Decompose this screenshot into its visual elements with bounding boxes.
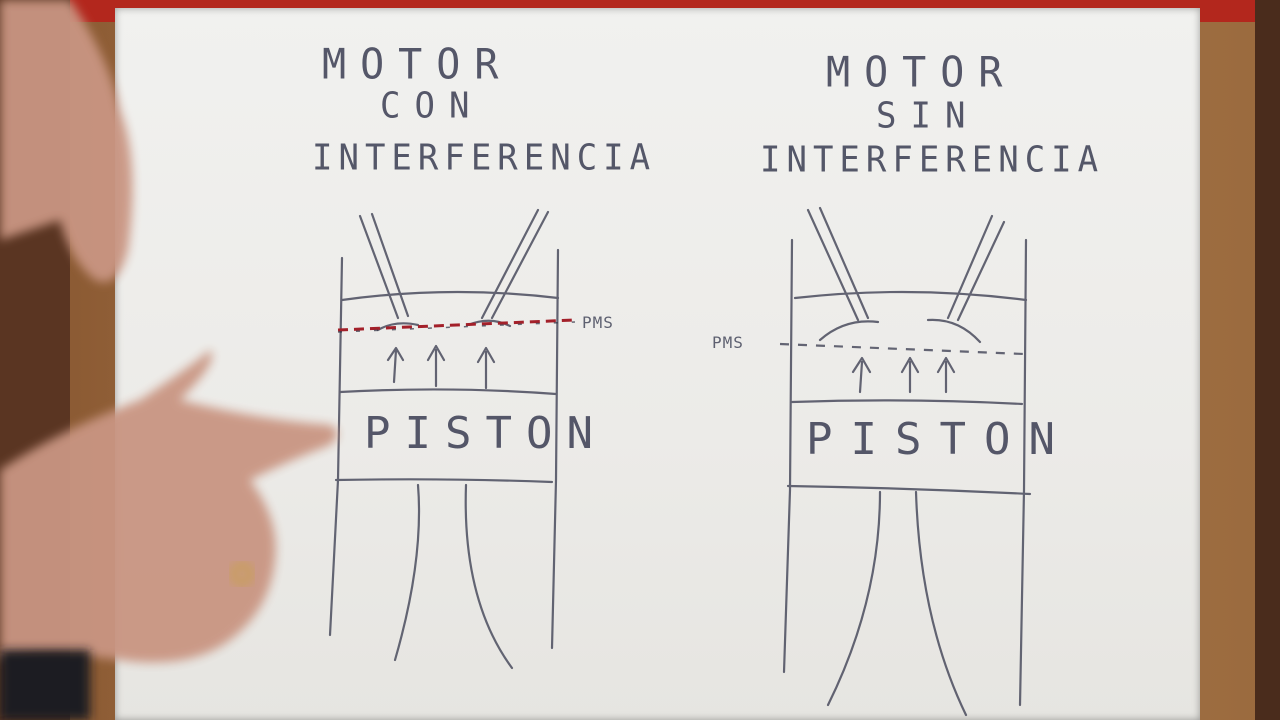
left-title-con: CON — [380, 85, 484, 127]
right-arrow-3 — [936, 356, 956, 394]
right-tdc-line — [779, 342, 1025, 356]
left-tdc-line — [337, 318, 576, 332]
background-right — [1255, 0, 1280, 720]
left-piston-top — [338, 388, 558, 396]
right-title-interferencia: INTERFERENCIA — [760, 139, 1105, 181]
right-cylinder-wall-right — [1018, 238, 1028, 707]
sleeve — [0, 650, 90, 720]
top-left-fingers — [40, 120, 120, 194]
left-intake-valve — [358, 212, 420, 332]
left-tdc-label: PMS — [582, 313, 614, 332]
right-arrow-1 — [851, 356, 872, 394]
right-chamber-roof — [793, 290, 1028, 302]
left-arrow-1 — [386, 346, 405, 384]
left-arrow-2 — [426, 344, 446, 388]
right-tdc-label: PMS — [712, 333, 744, 352]
right-piston-label: PISTON — [806, 414, 1073, 465]
left-title-interferencia: INTERFERENCIA — [312, 137, 657, 179]
right-rod — [826, 490, 968, 717]
left-arrow-3 — [476, 346, 496, 390]
left-piston-bottom — [334, 478, 554, 484]
ring — [231, 563, 253, 585]
left-title-motor: MOTOR — [322, 40, 513, 90]
right-title-sin: SIN — [876, 95, 980, 137]
right-piston-bottom — [786, 484, 1032, 496]
right-title-motor: MOTOR — [826, 48, 1017, 98]
right-piston-top — [790, 399, 1024, 406]
right-cylinder-wall-left — [782, 238, 794, 674]
left-piston-label: PISTON — [364, 408, 607, 459]
right-exhaust-valve — [926, 214, 1006, 344]
pointing-hand — [0, 350, 338, 663]
left-tdc-line-ink — [337, 321, 576, 333]
left-cylinder-wall-right — [550, 248, 560, 650]
whiteboard — [115, 8, 1200, 720]
left-rod — [393, 483, 514, 670]
right-arrow-2 — [900, 356, 920, 394]
left-chamber-roof — [340, 290, 560, 302]
right-intake-valve — [806, 206, 880, 342]
